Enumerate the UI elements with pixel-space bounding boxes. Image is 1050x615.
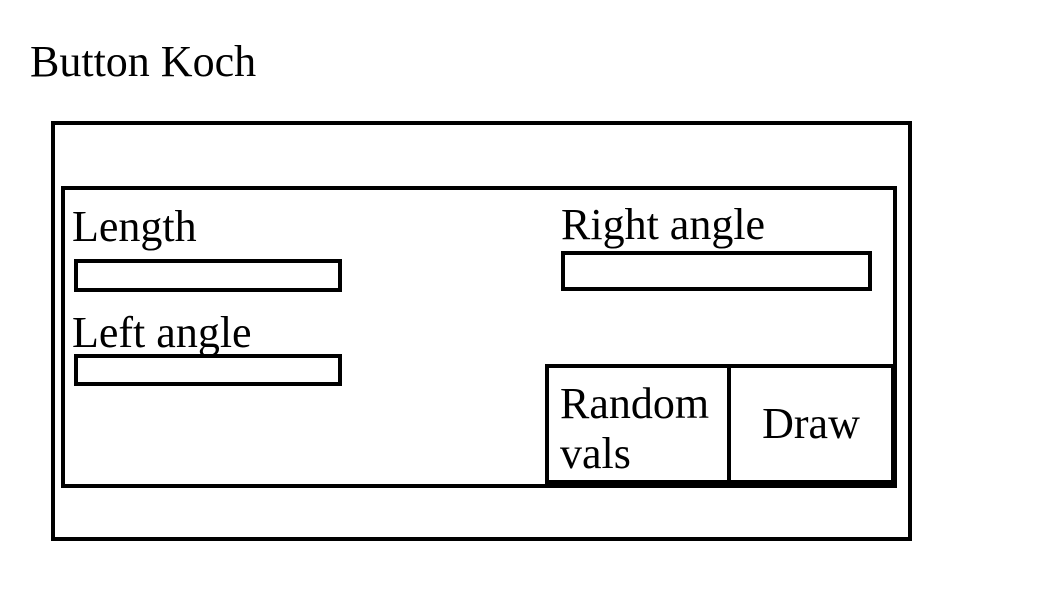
right-angle-input[interactable]: [561, 251, 872, 291]
controls-panel: [61, 186, 897, 488]
left-angle-input[interactable]: [74, 354, 342, 386]
right-angle-label: Right angle: [561, 200, 766, 249]
random-vals-button[interactable]: Random vals: [545, 364, 731, 484]
length-label: Length: [72, 202, 197, 251]
draw-button[interactable]: Draw: [727, 364, 895, 484]
diagram-title: Button Koch: [30, 37, 257, 86]
length-input[interactable]: [74, 259, 342, 292]
left-angle-label: Left angle: [72, 308, 252, 357]
window-frame: [51, 121, 912, 541]
